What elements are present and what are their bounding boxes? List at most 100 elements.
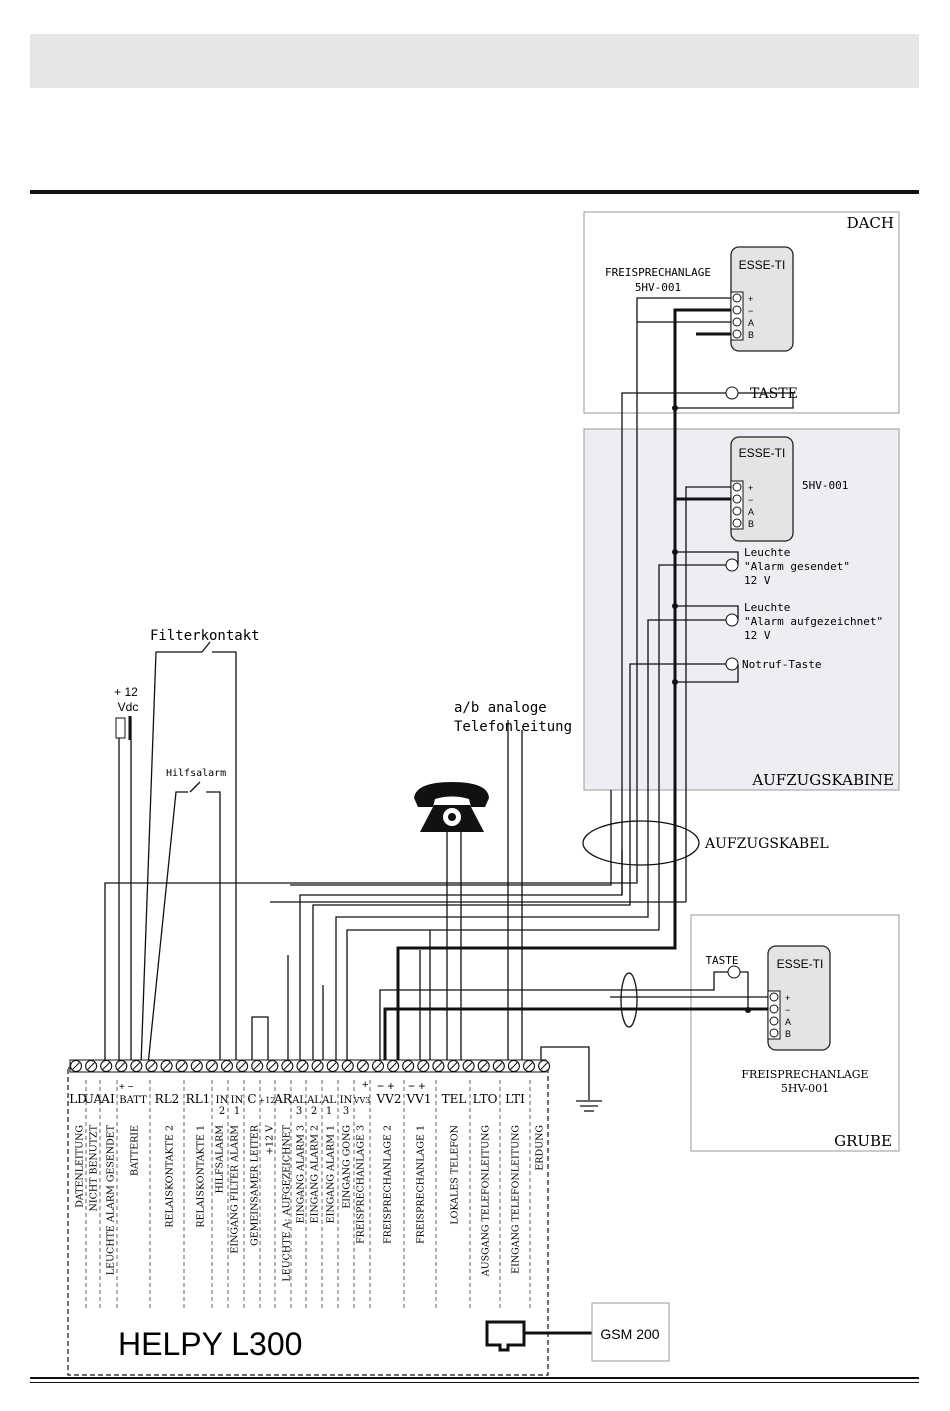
intercom-model: 5HV-001 (781, 1082, 829, 1095)
lamp-icon (725, 613, 739, 627)
filter-label: Filterkontakt (150, 628, 260, 644)
terminal-screw-slot (510, 1062, 518, 1070)
intercom-model: 5HV-001 (802, 479, 848, 492)
header-rule (30, 190, 919, 194)
terminal-description: RELAISKONTAKTE 2 (165, 1125, 176, 1228)
taste-label: TASTE (750, 386, 798, 402)
terminal-group-label: AL (306, 1095, 321, 1106)
terminal-group-label: IN (216, 1095, 229, 1106)
terminal-group-label: 1 (326, 1106, 332, 1117)
terminal-group-label: UA (84, 1092, 103, 1106)
lamp1-name: "Alarm gesendet" (744, 560, 850, 573)
terminal-description: EINGANG ALARM 3 (296, 1125, 307, 1223)
intercom-dach: ESSE-TI + − A B (730, 246, 794, 352)
terminal-group-label: AL (321, 1095, 336, 1106)
terminal-group-label: TEL (442, 1092, 467, 1106)
terminal-plus: + (785, 993, 790, 1003)
terminal-b: B (748, 330, 754, 340)
terminal-minus: − (785, 1005, 790, 1015)
terminal-group-label: C (247, 1092, 256, 1106)
terminal-screw-slot (223, 1062, 231, 1070)
terminal-group-label: LD (69, 1092, 87, 1106)
terminal-description: RELAISKONTAKTE 1 (196, 1125, 207, 1228)
terminal-group-label: 3 (343, 1106, 349, 1117)
terminal-group-label: RL2 (155, 1092, 180, 1106)
terminal-screw-slot (434, 1062, 443, 1070)
terminal-minus: − (748, 495, 753, 505)
terminal-description: AUSGANG TELEFONLEITUNG (481, 1125, 492, 1277)
terminal-group-label: VV3 (353, 1096, 371, 1105)
lamp2-name: "Alarm aufgezeichnet" (744, 615, 883, 628)
terminal-description: FREISPRECHANLAGE 3 (356, 1125, 367, 1244)
terminal-screw-slot (102, 1062, 111, 1070)
vv2-polarity: − + (377, 1079, 394, 1093)
phone-line-label: a/b analoge (454, 700, 547, 716)
intercom-model: 5HV-001 (635, 281, 681, 294)
footer-rule-thin (30, 1382, 919, 1383)
notruf-label: Notruf-Taste (742, 658, 821, 671)
terminal-group-label: LTI (505, 1092, 525, 1106)
terminal-group-label: +12 (259, 1096, 276, 1105)
zone-dach-label: DACH (847, 214, 894, 232)
lamp1-label: Leuchte (744, 546, 790, 559)
lamp-icon (725, 558, 739, 572)
terminal-a: A (748, 507, 754, 517)
terminal-description: EINGANG TELEFONLEITUNG (511, 1125, 522, 1274)
terminal-screw-slot (238, 1062, 246, 1070)
vv3-polarity: + (362, 1079, 368, 1091)
intercom-label: FREISPRECHANLAGE (741, 1068, 868, 1081)
terminal-description: ERDUNG (535, 1125, 546, 1171)
lamp2-label: Leuchte (744, 601, 790, 614)
intercom-grube: ESSE-TI + − A B (767, 945, 831, 1051)
batt-polarity: + − (119, 1082, 134, 1093)
terminal-description: BATTERIE (130, 1125, 141, 1176)
terminal-screw-slot (404, 1062, 413, 1070)
terminal-group-label: VV1 (406, 1092, 432, 1106)
terminal-strip (69, 1059, 551, 1073)
lamp2-voltage: 12 V (744, 629, 771, 642)
terminal-group-label: IN (231, 1095, 244, 1106)
terminal-description: GEMEINSAMER LEITER (250, 1124, 261, 1246)
terminal-group-label: 2 (219, 1106, 225, 1117)
terminal-a: A (748, 318, 754, 328)
terminal-screw-slot (525, 1062, 533, 1070)
terminal-screw-slot (87, 1062, 95, 1070)
terminal-screw-slot (464, 1062, 473, 1070)
terminal-group-label: 3 (296, 1106, 302, 1117)
taste-label: TASTE (705, 954, 738, 967)
terminal-b: B (785, 1029, 791, 1039)
terminal-group-label: VV2 (376, 1092, 402, 1106)
terminal-screw-slot (419, 1062, 428, 1070)
terminal-screw-slot (283, 1062, 292, 1070)
footer-rule (30, 1377, 919, 1379)
terminal-a: A (785, 1017, 791, 1027)
button-icon (727, 965, 741, 979)
button-icon (725, 657, 739, 671)
terminal-description: +12 V (265, 1125, 276, 1155)
intercom-label: FREISPRECHANLAGE (605, 266, 711, 279)
terminal-description: HILFSALARM (215, 1125, 226, 1194)
terminal-screw-slot (117, 1062, 126, 1070)
vdc-unit: Vdc (118, 700, 139, 714)
terminal-screw-slot (389, 1062, 397, 1070)
intercom-kabine: ESSE-TI + − A B (730, 436, 794, 542)
main-unit-label: HELPY L300 (118, 1326, 302, 1362)
terminal-group-label: IN (340, 1095, 353, 1106)
terminal-screw-slot (162, 1062, 171, 1070)
cable-bundle-icon (582, 820, 700, 866)
terminal-plus: + (748, 294, 753, 304)
terminal-description: LEUCHTE ALARM GESENDET (106, 1124, 117, 1275)
lamp1-voltage: 12 V (744, 574, 771, 587)
device-label: ESSE-TI (777, 957, 824, 971)
terminal-screw-slot (449, 1062, 458, 1070)
telephone-icon (414, 782, 489, 832)
terminal-description: DATENLEITUNG (75, 1125, 86, 1208)
bus-wires (383, 308, 768, 1065)
terminal-group-label: 1 (234, 1106, 240, 1117)
terminal-group-label: AI (100, 1092, 115, 1106)
terminal-description: FREISPRECHANLAGE 1 (416, 1125, 427, 1244)
terminal-screw-slot (359, 1062, 367, 1070)
